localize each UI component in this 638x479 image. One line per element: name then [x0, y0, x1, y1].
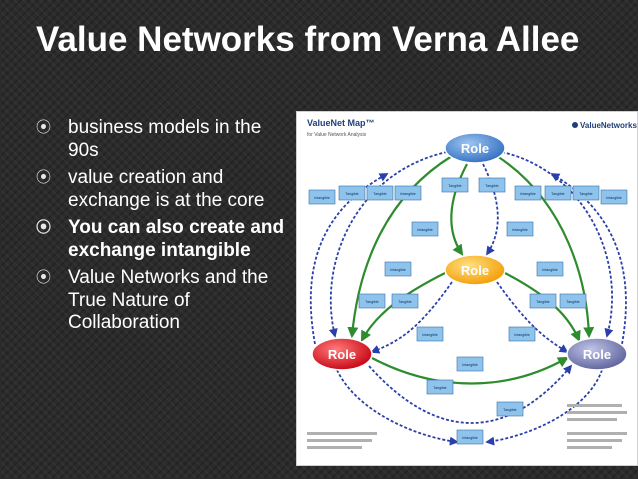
deliverable-label: Intangible	[417, 228, 433, 232]
deliverable-box	[441, 177, 469, 193]
role-node-right	[566, 337, 628, 371]
deliverable-box	[508, 326, 536, 342]
diagram-legend-notes	[307, 404, 627, 449]
role-label: Role	[583, 347, 611, 362]
deliverable-label: Tangible	[345, 192, 358, 196]
deliverable-label: Intangible	[400, 192, 416, 196]
flow-arrow	[336, 369, 459, 446]
deliverable-box	[536, 261, 564, 277]
deliverable-box	[338, 185, 366, 201]
deliverable-box	[478, 177, 506, 193]
bullet-item: ⦿ Value Networks and the True Nature of …	[36, 267, 286, 335]
diagram-brand: ValueNetworks.com	[580, 121, 637, 130]
bullet-text: You can also create and exchange intangi…	[68, 217, 285, 261]
bullet-item: ⦿ You can also create and exchange intan…	[36, 217, 286, 262]
bullet-list: ⦿ business models in the 90s ⦿ value cre…	[36, 117, 286, 340]
bullet-text: business models in the 90s	[68, 117, 262, 161]
flow-arrow	[501, 151, 614, 338]
deliverable-box	[308, 189, 336, 205]
deliverable-label: Intangible	[462, 363, 478, 367]
flow-arrow	[371, 356, 569, 385]
deliverable-label: Tangible	[503, 408, 516, 412]
slide-title: Value Networks from Verna Allee	[36, 20, 580, 59]
deliverable-label: Intangible	[520, 192, 536, 196]
deliverable-label: Tangible	[485, 184, 498, 188]
deliverable-label: Intangible	[514, 333, 530, 337]
circle-bullet-icon: ⦿	[36, 269, 52, 286]
deliverable-label: Intangible	[462, 436, 478, 440]
deliverable-label: Intangible	[314, 196, 330, 200]
deliverable-label: Tangible	[448, 184, 461, 188]
circle-bullet-icon: ⦿	[36, 169, 52, 186]
deliverable-label: Intangible	[542, 268, 558, 272]
deliverable-box	[391, 293, 419, 309]
deliverable-label: Intangible	[606, 196, 622, 200]
flow-arrow	[482, 163, 499, 256]
role-node-center	[444, 254, 506, 286]
deliverable-box	[529, 293, 557, 309]
deliverable-box	[456, 356, 484, 372]
brand-logo-icon	[572, 122, 578, 128]
circle-bullet-icon: ⦿	[36, 119, 52, 136]
diagram-subtitle: for Value Network Analysis	[307, 132, 367, 138]
deliverable-box	[411, 221, 439, 237]
flow-arrow	[347, 155, 453, 339]
deliverable-label: Tangible	[536, 300, 549, 304]
deliverable-box	[394, 185, 422, 201]
deliverable-box	[416, 326, 444, 342]
diagram-title: ValueNet Map™	[307, 118, 375, 128]
deliverable-label: Tangible	[566, 300, 579, 304]
deliverable-label: Tangible	[433, 386, 446, 390]
deliverable-label: Tangible	[365, 300, 378, 304]
deliverable-label: Tangible	[551, 192, 564, 196]
flow-arrow	[496, 281, 569, 353]
deliverable-label: Tangible	[398, 300, 411, 304]
deliverable-box	[496, 401, 524, 417]
deliverable-label: Tangible	[373, 192, 386, 196]
flow-arrow	[450, 163, 468, 256]
deliverable-box	[456, 429, 484, 445]
deliverable-box	[544, 185, 572, 201]
value-network-map: ValueNet Map™ for Value Network Analysis…	[307, 118, 637, 449]
role-label: Role	[461, 263, 489, 278]
bullet-text: Value Networks and the True Nature of Co…	[68, 267, 269, 333]
role-label: Role	[461, 141, 489, 156]
flow-arrow	[328, 151, 448, 338]
value-network-diagram: ValueNet Map™ for Value Network Analysis…	[296, 111, 638, 466]
flow-arrow	[368, 364, 573, 424]
deliverable-box	[384, 261, 412, 277]
deliverable-box	[514, 185, 542, 201]
deliverable-label: Tangible	[579, 192, 592, 196]
flow-arrow	[485, 369, 603, 446]
role-label: Role	[328, 347, 356, 362]
bullet-item: ⦿ value creation and exchange is at the …	[36, 167, 286, 212]
deliverable-box	[358, 293, 386, 309]
deliverable-label: Intangible	[512, 228, 528, 232]
deliverable-box	[366, 185, 394, 201]
deliverable-box	[426, 379, 454, 395]
deliverable-box	[559, 293, 587, 309]
flow-arrow	[370, 281, 453, 354]
circle-bullet-icon: ⦿	[36, 219, 52, 236]
role-node-top	[444, 132, 506, 164]
deliverable-label: Intangible	[390, 268, 406, 272]
bullet-item: ⦿ business models in the 90s	[36, 117, 286, 162]
bullet-text: value creation and exchange is at the co…	[68, 167, 265, 211]
flow-arrow	[496, 155, 595, 339]
deliverable-box	[572, 185, 600, 201]
deliverable-box	[600, 189, 628, 205]
deliverable-box	[506, 221, 534, 237]
role-node-left	[311, 337, 373, 371]
deliverable-label: Intangible	[422, 333, 438, 337]
